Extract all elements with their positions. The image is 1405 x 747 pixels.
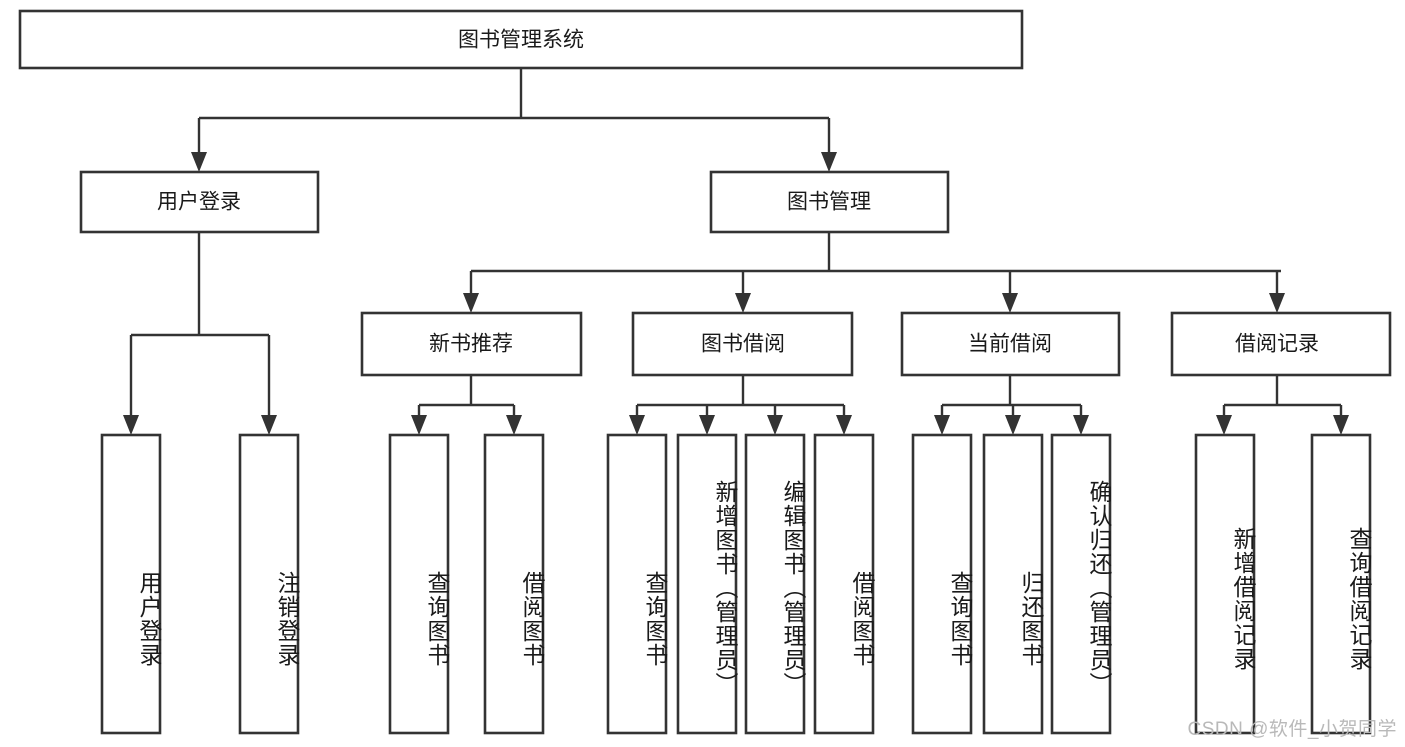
- arrowhead-borrowrecord: [1269, 293, 1285, 313]
- node-new-book-box[interactable]: [360, 311, 583, 377]
- arrowhead-leaf-8: [836, 415, 852, 435]
- arrowhead-leaf-1: [123, 415, 139, 435]
- node-book-borrow-box[interactable]: [631, 311, 854, 377]
- leaf-box-query-book-3[interactable]: [911, 433, 973, 735]
- node-root-box[interactable]: [18, 9, 1024, 70]
- arrowhead-leaf-12: [1216, 415, 1232, 435]
- arrowhead-leaf-10: [1005, 415, 1021, 435]
- arrowhead-leaf-7: [767, 415, 783, 435]
- leaf-box-edit-book[interactable]: [744, 433, 806, 735]
- watermark-text: CSDN @软件_小贺同学: [1187, 719, 1397, 740]
- node-book-manage-label: 图书管理: [787, 191, 871, 214]
- node-new-book-label: 新书推荐: [429, 333, 513, 356]
- node-user-login-label: 用户登录: [157, 191, 241, 214]
- arrowhead-book-manage: [821, 152, 837, 172]
- connector-layer: [123, 68, 1349, 435]
- node-book-borrow-label: 图书借阅: [701, 333, 785, 356]
- node-borrow-record-label: 借阅记录: [1235, 333, 1319, 356]
- arrowhead-currentborrow: [1002, 293, 1018, 313]
- arrowhead-newbook: [463, 293, 479, 313]
- arrowhead-leaf-11: [1073, 415, 1089, 435]
- arrowhead-leaf-4: [506, 415, 522, 435]
- leaf-box-logout[interactable]: [238, 433, 300, 735]
- leaf-box-confirm-return[interactable]: [1050, 433, 1112, 735]
- arrowhead-bookborrow: [735, 293, 751, 313]
- arrowhead-leaf-9: [934, 415, 950, 435]
- leaf-box-layer: [100, 433, 1372, 735]
- arrowhead-leaf-5: [629, 415, 645, 435]
- node-current-borrow[interactable]: 当前借阅: [900, 311, 1121, 377]
- leaf-box-query-book-2[interactable]: [606, 433, 668, 735]
- node-borrow-record[interactable]: 借阅记录: [1170, 311, 1392, 377]
- node-root[interactable]: 图书管理系统: [18, 9, 1024, 70]
- leaf-box-query-book-1[interactable]: [388, 433, 450, 735]
- leaf-box-borrow-book-2[interactable]: [813, 433, 875, 735]
- arrowhead-leaf-6: [699, 415, 715, 435]
- node-book-manage[interactable]: 图书管理: [709, 170, 950, 234]
- node-user-login-box[interactable]: [79, 170, 320, 234]
- leaf-box-borrow-book-1[interactable]: [483, 433, 545, 735]
- node-current-borrow-box[interactable]: [900, 311, 1121, 377]
- leaf-box-add-book[interactable]: [676, 433, 738, 735]
- leaf-box-user-login[interactable]: [100, 433, 162, 735]
- node-root-label: 图书管理系统: [458, 29, 584, 52]
- leaf-box-query-record[interactable]: [1310, 433, 1372, 735]
- arrowhead-leaf-13: [1333, 415, 1349, 435]
- leaf-box-add-record[interactable]: [1194, 433, 1256, 735]
- node-borrow-record-box[interactable]: [1170, 311, 1392, 377]
- node-book-borrow[interactable]: 图书借阅: [631, 311, 854, 377]
- node-book-manage-box[interactable]: [709, 170, 950, 234]
- node-new-book[interactable]: 新书推荐: [360, 311, 583, 377]
- leaf-box-return-book[interactable]: [982, 433, 1044, 735]
- arrowhead-user-login: [191, 152, 207, 172]
- node-current-borrow-label: 当前借阅: [968, 333, 1052, 356]
- arrowhead-leaf-3: [411, 415, 427, 435]
- node-user-login[interactable]: 用户登录: [79, 170, 320, 234]
- arrowhead-leaf-2: [261, 415, 277, 435]
